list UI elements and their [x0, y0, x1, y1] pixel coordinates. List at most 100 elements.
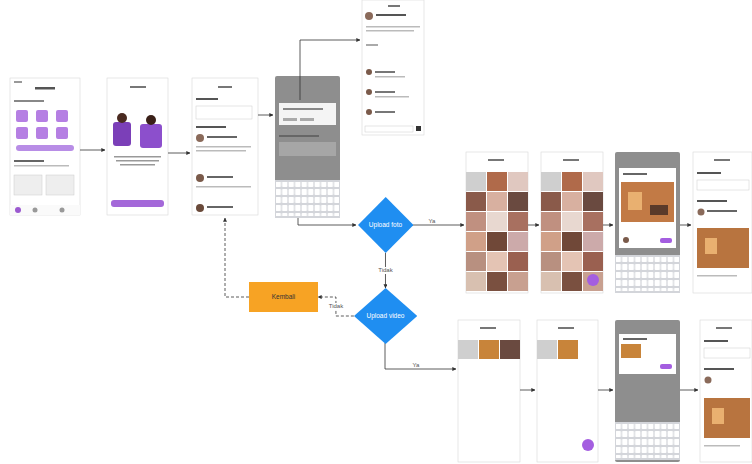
illustration-part [385, 343, 456, 369]
illustration-part [697, 172, 721, 174]
illustration-part [130, 86, 146, 88]
illustration-part [16, 127, 28, 139]
illustration-part [615, 320, 680, 462]
illustration-part [116, 160, 159, 162]
illustration-part [466, 172, 528, 291]
illustration-part [300, 40, 360, 100]
illustration-part [615, 422, 680, 460]
decision-diamond: Upload video [354, 288, 417, 344]
illustration-part [558, 327, 574, 329]
flow-lines [80, 40, 698, 390]
illustration-part [258, 115, 273, 116]
illustration-part [650, 205, 668, 215]
phone-screen [615, 152, 680, 293]
illustration-part [541, 172, 603, 291]
illustration-part [10, 205, 80, 215]
edge-label: Tidak [327, 303, 345, 310]
illustration-part [697, 180, 749, 190]
illustration-part [704, 398, 750, 438]
branch-label: Ya [427, 218, 438, 225]
illustration-part [704, 445, 740, 447]
illustration-part [705, 238, 717, 254]
illustration-part [279, 135, 319, 137]
illustration-part [283, 108, 323, 110]
illustration-part [623, 173, 647, 175]
illustration-part [537, 340, 557, 359]
illustration-part [615, 152, 680, 293]
illustration-part [279, 103, 336, 125]
illustration-part [365, 126, 413, 132]
phone-screen [537, 320, 598, 462]
illustration-part [621, 344, 641, 358]
illustration-part [479, 340, 499, 359]
illustration-part [623, 237, 629, 243]
illustration-part [111, 200, 164, 207]
illustration-part [704, 368, 734, 370]
illustration-part [700, 320, 752, 462]
shape-fill [358, 197, 413, 253]
illustration-part [693, 152, 752, 293]
illustration-part [120, 164, 155, 166]
illustration-part [366, 26, 420, 28]
illustration-part [275, 76, 340, 218]
illustration-part [707, 210, 737, 212]
illustration-part [80, 150, 105, 151]
illustration-part [697, 228, 749, 268]
phone-screen [700, 320, 752, 462]
phone-screen [107, 78, 168, 215]
edge-label: Tidak [376, 267, 394, 274]
shape-fill [354, 288, 417, 344]
illustration-part [117, 113, 127, 123]
illustration-part [416, 126, 421, 131]
illustration-part [36, 127, 48, 139]
illustration-part [207, 206, 233, 208]
phone-screen [458, 320, 520, 462]
phone-screen [693, 152, 752, 293]
illustration-part [218, 86, 232, 88]
illustration-part [704, 348, 750, 358]
decision-diamond: Upload foto [358, 197, 413, 253]
illustration-part [16, 110, 28, 122]
illustration-part [15, 207, 21, 213]
node-text: Upload video [367, 312, 405, 319]
illustration-part [488, 159, 504, 161]
illustration-part [680, 390, 698, 391]
illustration-part [225, 218, 249, 297]
illustration-part [500, 340, 520, 359]
illustration-part [196, 126, 226, 128]
illustration-part [168, 153, 190, 154]
illustration-part [598, 390, 613, 391]
illustration-part [196, 106, 252, 119]
illustration-part [680, 225, 691, 226]
illustration-part [196, 150, 246, 152]
illustration-part [33, 208, 38, 213]
illustration-part [628, 192, 642, 210]
illustration-part [35, 87, 55, 90]
illustration-part [466, 152, 528, 293]
illustration-part [413, 225, 464, 226]
illustration-part [365, 12, 373, 20]
illustration-part [114, 156, 161, 158]
illustration-part [623, 338, 647, 340]
illustration-part [698, 209, 705, 216]
illustration-part [541, 152, 603, 293]
illustration-part [196, 134, 204, 142]
illustration-part [366, 89, 372, 95]
illustration-part [558, 340, 578, 359]
illustration-part [520, 390, 535, 391]
shape-fill [249, 282, 318, 312]
node-text: Upload foto [369, 221, 402, 228]
illustration-part [46, 175, 74, 195]
illustration-part [14, 165, 69, 167]
branch-label: Ya [411, 362, 422, 369]
illustration-part [716, 327, 732, 329]
illustration-part [279, 142, 336, 156]
illustration-part [14, 175, 42, 195]
illustration-part [587, 274, 599, 286]
illustration-part [537, 320, 598, 462]
illustration-part [196, 98, 218, 100]
illustration-part [10, 78, 80, 215]
phone-screen [192, 78, 258, 215]
illustration-part [113, 122, 131, 146]
illustration-part [196, 204, 204, 212]
